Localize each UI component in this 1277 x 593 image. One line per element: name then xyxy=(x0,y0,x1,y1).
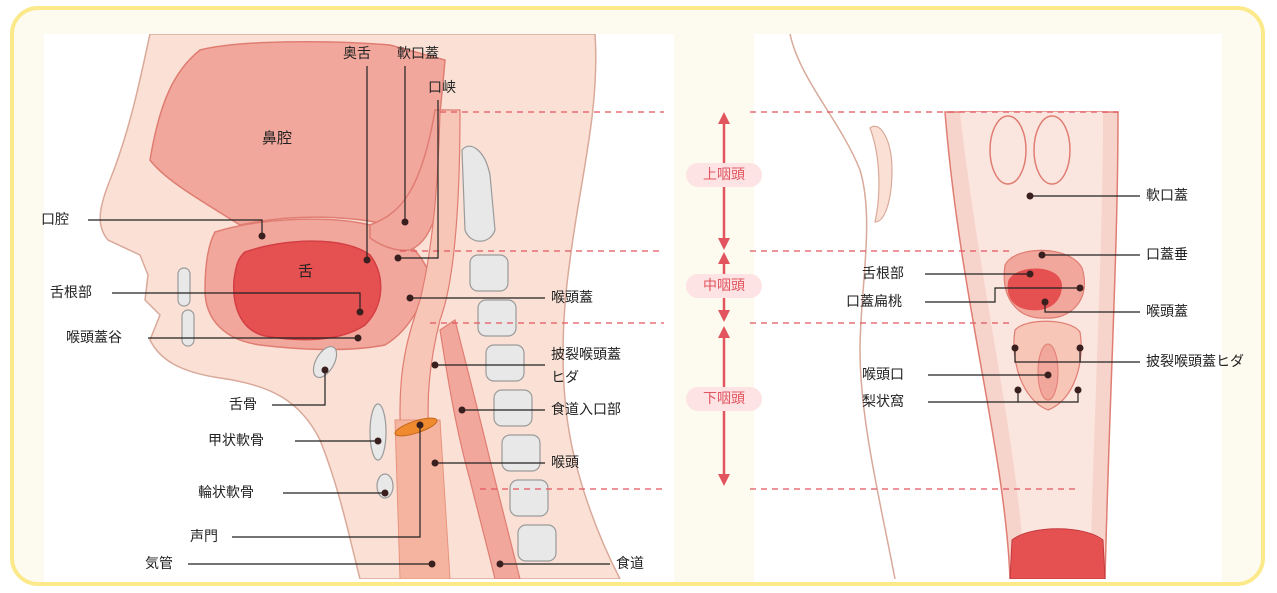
label-aryepiglottic-2: ヒダ xyxy=(551,370,579,386)
label-epiglottis-left: 喉頭蓋 xyxy=(551,290,593,306)
label-okuzetsu: 奥舌 xyxy=(343,46,371,62)
label-aryepiglottic-1: 披裂喉頭蓋 xyxy=(551,347,621,363)
label-tongue-root-right: 舌根部 xyxy=(862,266,904,282)
label-oral-cavity: 口腔 xyxy=(41,212,69,228)
tonsil-tongue xyxy=(1008,269,1062,311)
label-nasal-cavity: 鼻腔 xyxy=(262,130,292,146)
label-larynx: 喉頭 xyxy=(551,455,579,471)
label-cricoid-cartilage: 輪状軟骨 xyxy=(198,485,254,501)
label-esophageal-inlet: 食道入口部 xyxy=(551,402,621,418)
label-esophagus: 食道 xyxy=(616,556,644,572)
label-uvula: 口蓋垂 xyxy=(1146,247,1188,263)
sagittal-view xyxy=(88,34,664,579)
label-epiglottis-right: 喉頭蓋 xyxy=(1146,304,1188,320)
label-soft-palate-right: 軟口蓋 xyxy=(1146,188,1188,204)
label-thyroid-cartilage: 甲状軟骨 xyxy=(208,433,264,449)
label-soft-palate: 軟口蓋 xyxy=(397,46,439,62)
label-palatine-tonsil: 口蓋扁桃 xyxy=(846,294,902,310)
region-hypopharynx: 下咽頭 xyxy=(686,387,762,411)
label-fauces: 口峡 xyxy=(428,80,456,96)
esophagus-ring xyxy=(1010,529,1105,579)
label-glottis: 声門 xyxy=(190,529,218,545)
ear-shape xyxy=(870,126,892,222)
label-vallecula: 喉頭蓋谷 xyxy=(66,330,122,346)
posterior-view xyxy=(750,34,1118,579)
label-tongue-root: 舌根部 xyxy=(50,285,92,301)
label-laryngeal-inlet: 喉頭口 xyxy=(862,367,904,383)
tongue-shape xyxy=(234,241,381,340)
trachea-shape xyxy=(395,420,450,579)
label-hyoid: 舌骨 xyxy=(229,397,257,413)
label-aryepiglottic-right: 披裂喉頭蓋ヒダ xyxy=(1146,354,1244,370)
label-tongue: 舌 xyxy=(298,263,313,279)
label-piriform-sinus: 梨状窩 xyxy=(862,394,904,410)
label-trachea: 気管 xyxy=(145,556,173,572)
region-nasopharynx: 上咽頭 xyxy=(686,163,762,187)
region-oropharynx: 中咽頭 xyxy=(686,274,762,298)
